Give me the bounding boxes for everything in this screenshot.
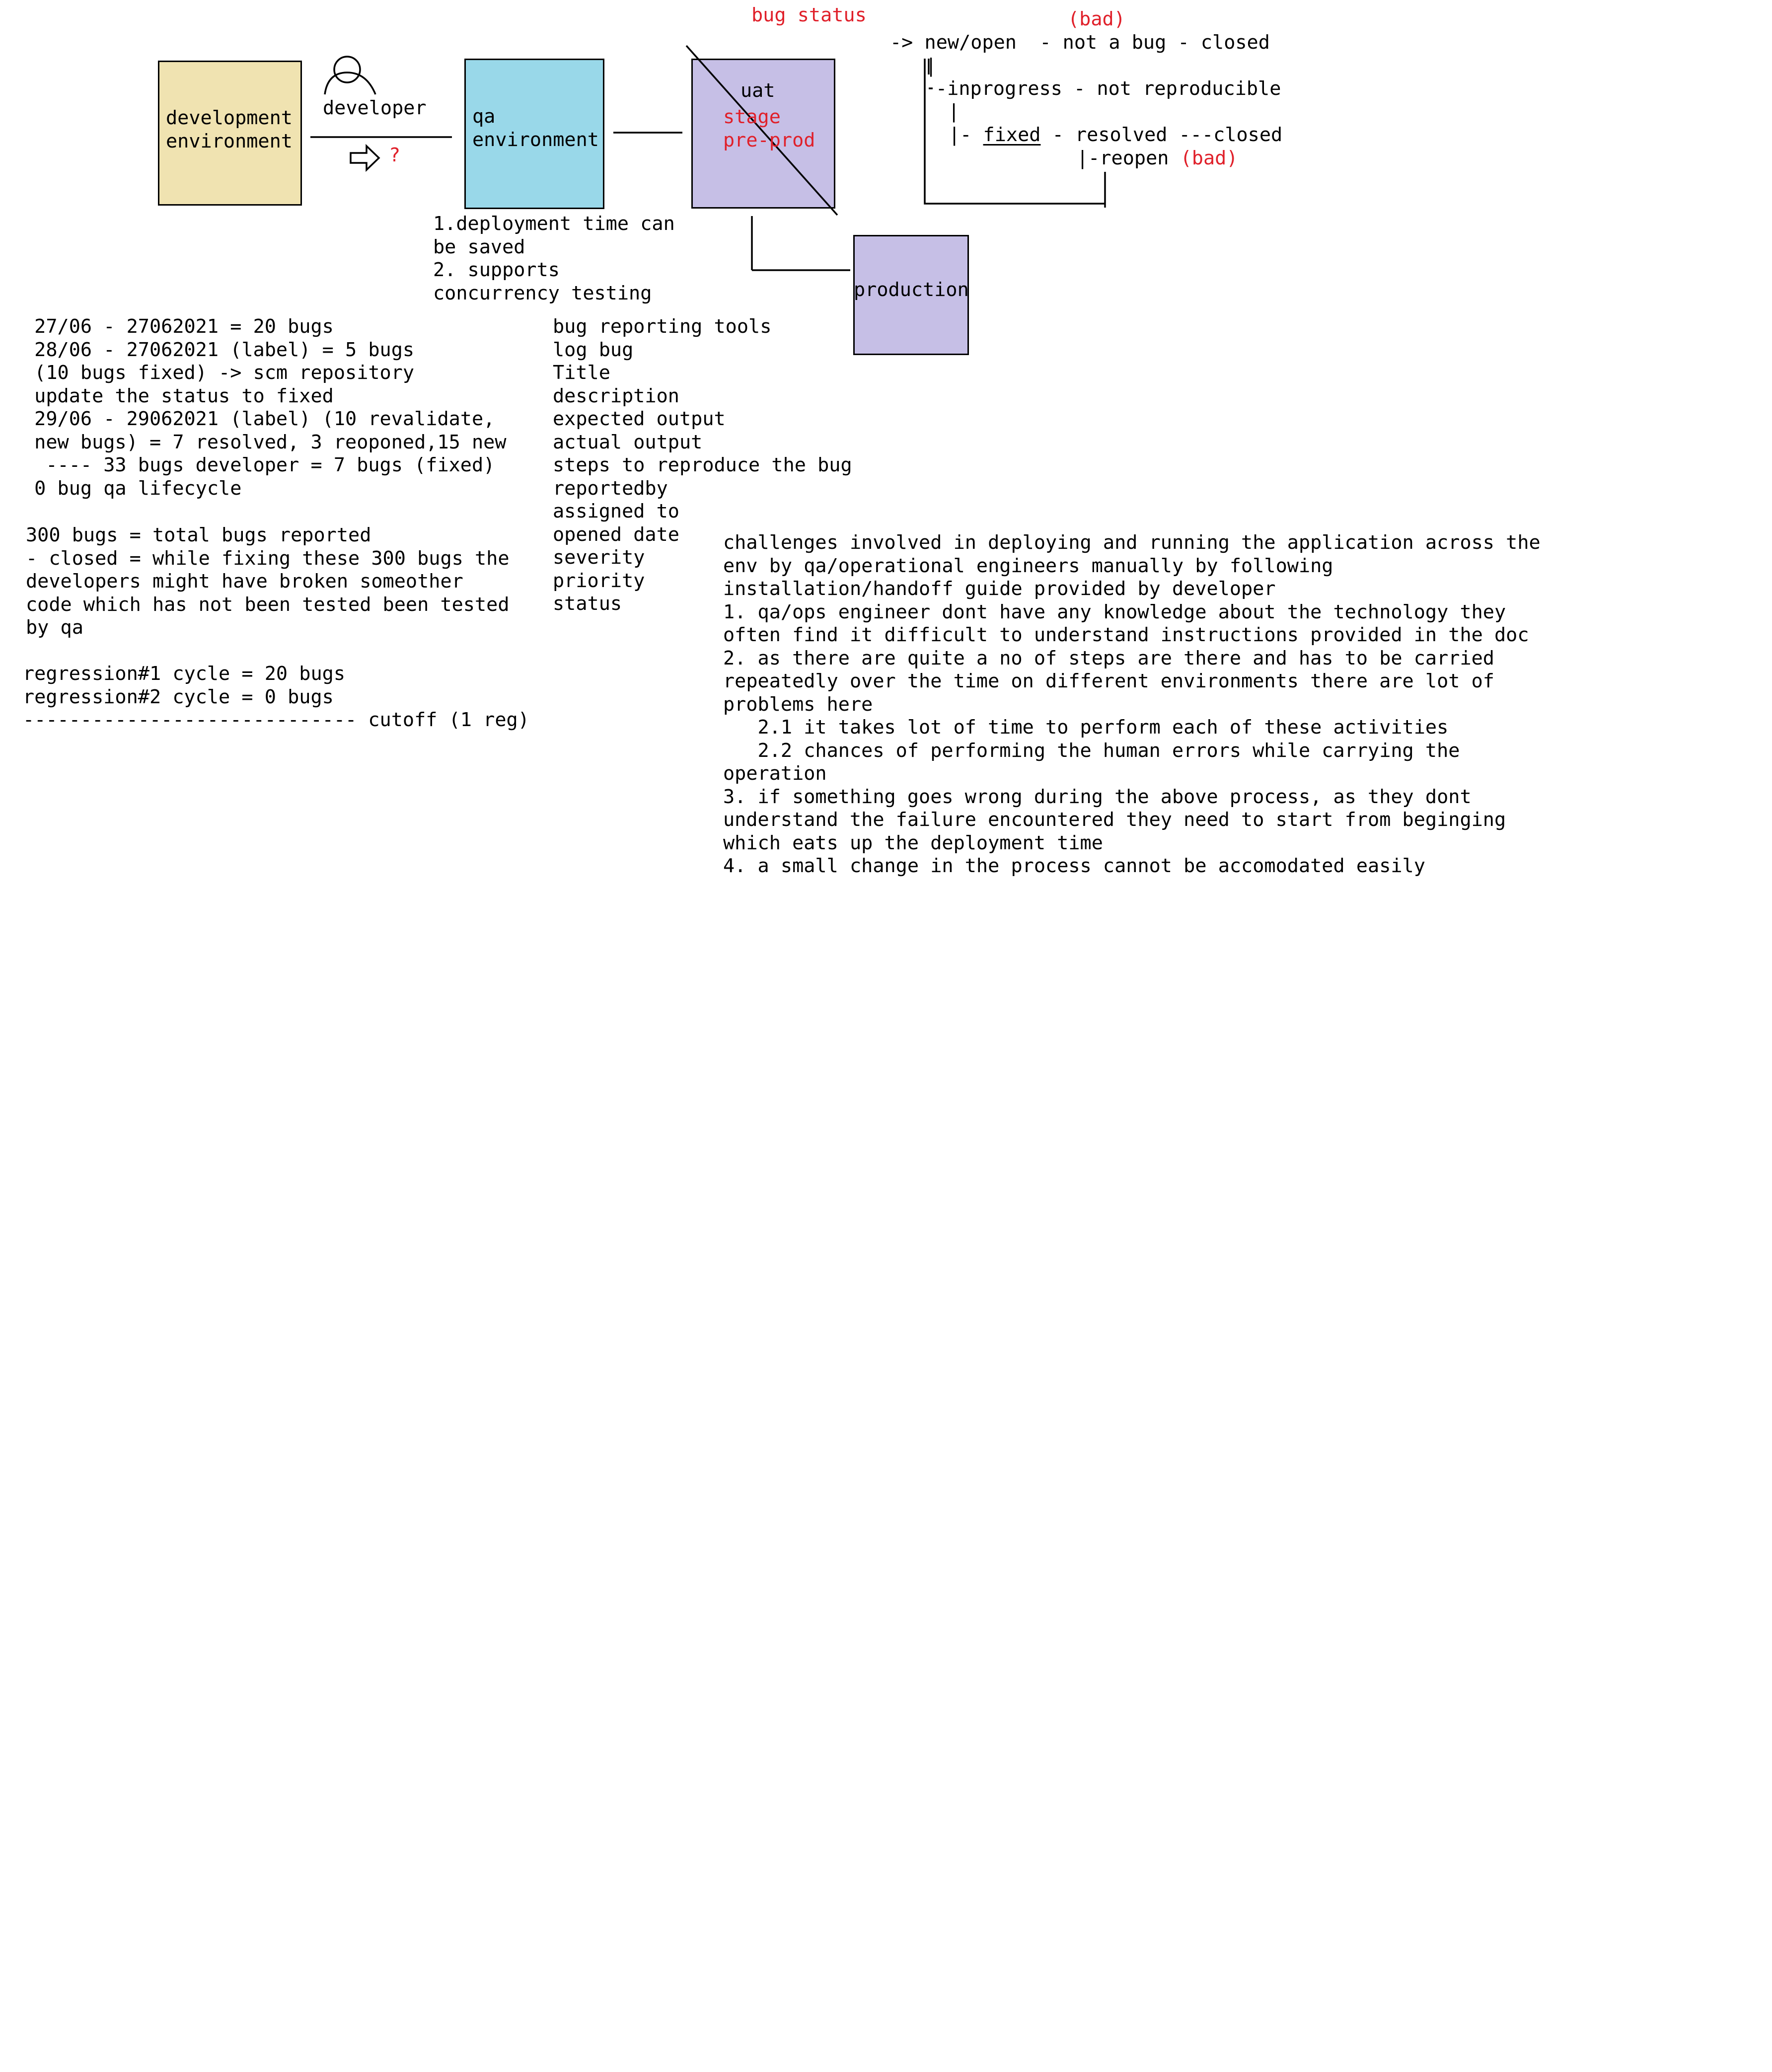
stage-label: stage: [723, 106, 781, 128]
bug-status-title: bug status: [751, 4, 867, 26]
uat-strike-line: [685, 45, 838, 216]
bug-status-line-inprogress: -inprogress - not reproducible: [936, 77, 1281, 100]
qa-environment-label: qa environment: [472, 105, 599, 151]
production-box[interactable]: [853, 235, 969, 355]
person-icon: [324, 56, 376, 95]
deployment-challenges-note: challenges involved in deploying and run…: [723, 531, 1541, 877]
uat-label: uat: [740, 79, 775, 102]
bug-status-fixed-word: fixed: [983, 124, 1041, 146]
bug-status-fixed-prefix: |-: [949, 124, 983, 146]
bug-cycle-log: 27/06 - 27062021 = 20 bugs 28/06 - 27062…: [34, 315, 507, 500]
qa-environment-box[interactable]: [464, 59, 604, 209]
bug-status-reopen-text: |-reopen: [1077, 147, 1169, 169]
bug-status-pipe-b: |: [948, 100, 960, 123]
question-mark: ?: [389, 144, 401, 166]
bug-status-line-reopen: |-reopen (bad): [1077, 147, 1238, 170]
bug-status-fixed-suffix: - resolved ---closed: [1040, 124, 1283, 146]
right-arrow-icon: [350, 144, 380, 172]
bad-label-reopen: (bad): [1180, 147, 1238, 169]
total-bugs-note: 300 bugs = total bugs reported - closed …: [26, 524, 510, 639]
development-environment-label: development environment: [166, 107, 293, 152]
development-environment-box[interactable]: [158, 61, 302, 206]
bug-reporting-tools-list: bug reporting tools log bug Title descri…: [553, 315, 852, 615]
uat-box[interactable]: [691, 59, 835, 209]
production-label: production: [854, 279, 969, 301]
bug-status-line-open: -> new/open - not a bug - closed: [890, 31, 1270, 54]
bad-label-top: (bad): [1068, 8, 1125, 30]
developer-label: developer: [323, 97, 427, 119]
regression-note: regression#1 cycle = 20 bugs regression#…: [23, 663, 529, 731]
bug-status-bracket: [924, 59, 1105, 205]
preprod-label: pre-prod: [723, 129, 815, 151]
bug-status-line-fixed: |- fixed - resolved ---closed: [949, 124, 1282, 147]
bug-status-pipe-a: |: [925, 55, 937, 77]
qa-benefits-note: 1.deployment time can be saved 2. suppor…: [433, 213, 675, 304]
